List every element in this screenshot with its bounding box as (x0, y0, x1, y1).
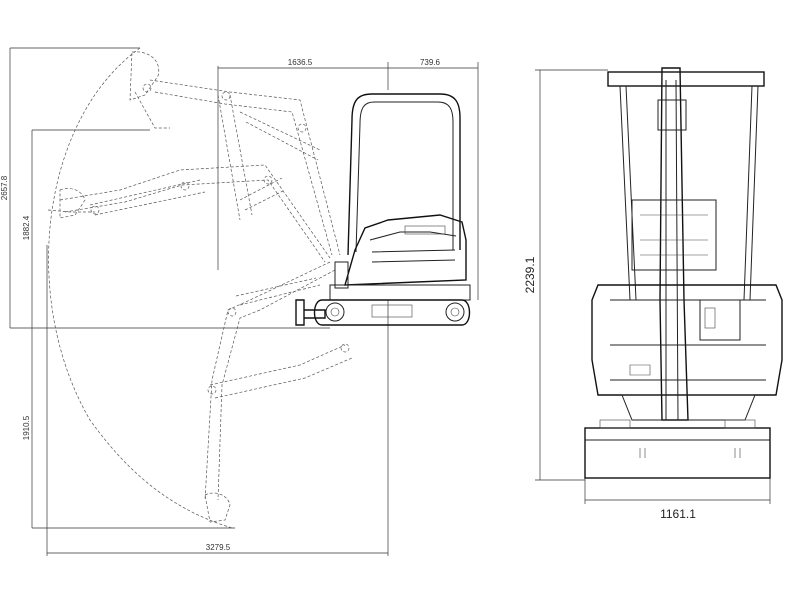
dim-depth-label: 1910.5 (22, 415, 31, 440)
front-view: 2239.1 1161.1 (523, 67, 783, 521)
dim-reach-label: 3279.5 (206, 543, 231, 552)
dim-front-width-label: 1161.1 (660, 507, 696, 521)
dim-top-right-label: 739.6 (420, 58, 441, 67)
boom-horizontal (47, 164, 331, 263)
dim-front-height-label: 2239.1 (523, 256, 537, 293)
boom-lowered (204, 261, 353, 523)
front-machine (584, 67, 783, 479)
side-view: 1636.5 739.6 2657.8 1882.4 1910.5 3279.5 (0, 47, 479, 556)
reach-arc (48, 47, 233, 529)
dim-height-max-label: 2657.8 (0, 175, 9, 200)
front-dimension-lines (535, 69, 771, 504)
dim-top-left-label: 1636.5 (288, 58, 313, 67)
dim-height-arm-label: 1882.4 (22, 215, 31, 240)
boom-raised (129, 51, 341, 256)
side-dimension-lines (9, 47, 479, 556)
excavator-body (295, 93, 471, 326)
